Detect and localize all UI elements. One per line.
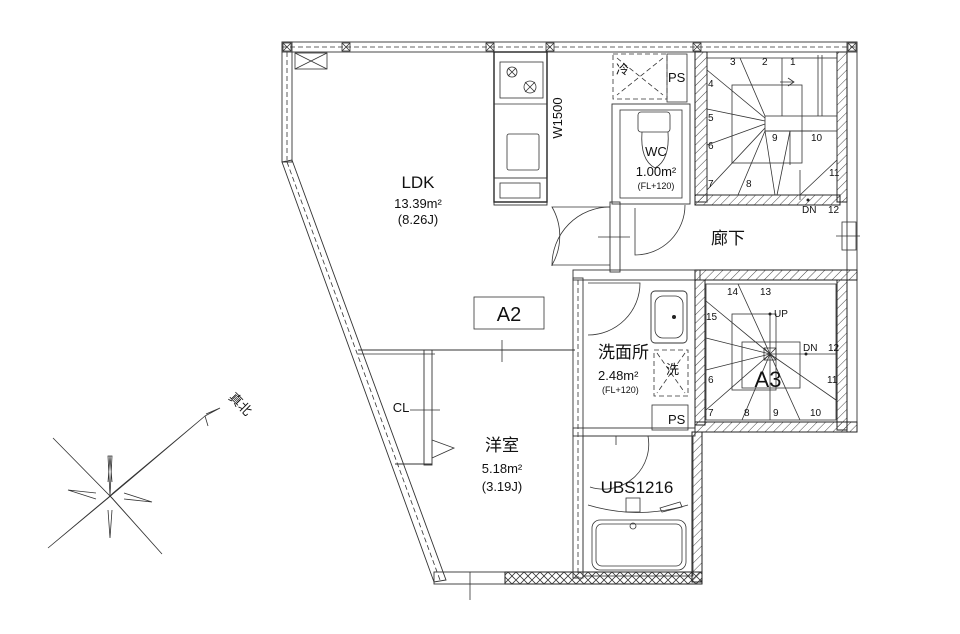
unit-a2-label: A2 <box>497 304 521 326</box>
closet-wall <box>423 349 433 466</box>
lower-staircase <box>694 279 837 426</box>
closet-name: CL <box>393 400 410 415</box>
svg-text:9: 9 <box>773 408 779 419</box>
kitchen-storage <box>493 177 548 206</box>
bath-name: UBS1216 <box>601 478 674 497</box>
ldk-jo: (8.26J) <box>398 212 438 227</box>
washbasin-icon <box>650 290 688 344</box>
unit-a3-label: A3 <box>755 367 782 392</box>
svg-text:8: 8 <box>744 408 750 419</box>
svg-text:10: 10 <box>811 133 823 144</box>
ps-top-label: PS <box>668 70 686 85</box>
western-room-jo: (3.19J) <box>482 479 522 494</box>
svg-text:14: 14 <box>727 287 739 298</box>
washroom <box>572 277 696 579</box>
wc-room <box>611 103 691 205</box>
svg-text:4: 4 <box>708 79 714 90</box>
svg-text:15: 15 <box>706 312 718 323</box>
structural-posts <box>282 42 857 52</box>
svg-text:12: 12 <box>828 205 840 216</box>
true-north-label: 真北 <box>226 390 255 419</box>
svg-text:2: 2 <box>762 57 768 68</box>
svg-text:10: 10 <box>810 408 822 419</box>
lower-stair-numbers: 6 7 8 9 10 11 12 13 14 15 UP DN <box>706 287 840 419</box>
hallway-name: 廊下 <box>711 229 745 248</box>
stair-arrow-icon <box>780 77 795 87</box>
stove-icon <box>499 61 544 99</box>
washer-label: 洗 <box>666 362 679 377</box>
door-ldk-hallway[interactable] <box>551 206 610 266</box>
svg-text:5: 5 <box>708 113 714 124</box>
washroom-area: 2.48m² <box>598 368 639 383</box>
upper-stair-numbers: 1 2 3 4 5 6 7 8 9 10 11 12 DN <box>708 57 840 216</box>
bathroom <box>582 435 694 577</box>
svg-text:7: 7 <box>708 179 714 190</box>
svg-text:9: 9 <box>772 133 778 144</box>
svg-text:13: 13 <box>760 287 772 298</box>
toilet-tank-icon <box>637 111 671 133</box>
washroom-floor-level: (FL+120) <box>602 385 639 395</box>
unit-a2-box <box>473 296 545 330</box>
toilet-bowl-icon <box>641 131 669 169</box>
wc-area: 1.00m² <box>636 164 677 179</box>
wc-name: WC <box>645 144 667 159</box>
upper-staircase <box>694 51 841 206</box>
bathtub-icon <box>591 519 687 571</box>
svg-text:6: 6 <box>708 375 714 386</box>
svg-text:8: 8 <box>746 179 752 190</box>
svg-text:UP: UP <box>774 309 788 320</box>
svg-text:11: 11 <box>829 168 840 179</box>
svg-text:3: 3 <box>730 57 736 68</box>
washer-space <box>653 349 689 397</box>
fridge-label: 冷 <box>616 62 629 77</box>
closet-door[interactable] <box>431 439 456 459</box>
sink-icon <box>506 133 540 171</box>
svg-text:6: 6 <box>708 141 714 152</box>
svg-text:DN: DN <box>802 205 816 216</box>
svg-text:7: 7 <box>708 408 714 419</box>
svg-text:12: 12 <box>828 343 840 354</box>
kitchen-width-label: W1500 <box>550 97 565 138</box>
ps-bottom-label: PS <box>668 412 686 427</box>
western-room-area: 5.18m² <box>482 461 523 476</box>
western-room-name: 洋室 <box>485 436 519 455</box>
corner-storage <box>294 52 328 70</box>
wc-floor-level: (FL+120) <box>638 181 675 191</box>
shower-icon <box>659 501 683 513</box>
ldk-name: LDK <box>401 173 435 192</box>
washroom-name: 洗面所 <box>598 343 649 362</box>
door-washroom[interactable] <box>587 282 641 336</box>
svg-text:1: 1 <box>790 57 796 68</box>
door-wc[interactable] <box>634 204 686 256</box>
door-bath[interactable] <box>589 435 650 490</box>
compass-rose-icon <box>47 407 221 555</box>
kitchen-counter <box>493 51 548 206</box>
drain-icon <box>625 497 641 513</box>
svg-text:11: 11 <box>827 375 838 386</box>
svg-text:DN: DN <box>803 343 817 354</box>
ldk-area: 13.39m² <box>394 196 442 211</box>
